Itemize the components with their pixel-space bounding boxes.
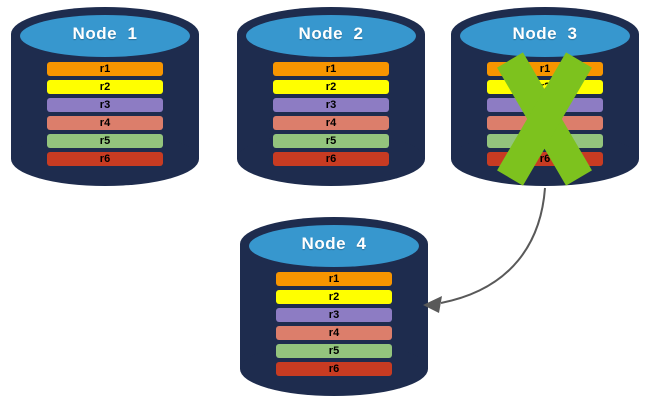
record-row-r2: r2 <box>47 80 163 94</box>
record-row-r5: r5 <box>273 134 389 148</box>
record-row-r4: r4 <box>276 326 392 340</box>
record-row-r5: r5 <box>276 344 392 358</box>
record-row-r3: r3 <box>487 98 603 112</box>
record-row-r2: r2 <box>273 80 389 94</box>
node-3-failed: Node 3 r1 r2 r3 r4 r5 r6 <box>450 4 640 188</box>
node-4: Node 4 r1 r2 r3 r4 r5 r6 <box>239 214 429 398</box>
record-list: r1 r2 r3 r4 r5 r6 <box>487 62 603 170</box>
node-title: Node 3 <box>512 24 578 43</box>
record-row-r1: r1 <box>273 62 389 76</box>
record-row-r4: r4 <box>273 116 389 130</box>
record-row-r1: r1 <box>487 62 603 76</box>
record-row-r5: r5 <box>487 134 603 148</box>
record-row-r4: r4 <box>487 116 603 130</box>
record-row-r3: r3 <box>273 98 389 112</box>
record-row-r1: r1 <box>276 272 392 286</box>
record-row-r6: r6 <box>487 152 603 166</box>
record-row-r1: r1 <box>47 62 163 76</box>
node-2: Node 2 r1 r2 r3 r4 r5 r6 <box>236 4 426 188</box>
record-row-r3: r3 <box>276 308 392 322</box>
record-list: r1 r2 r3 r4 r5 r6 <box>47 62 163 170</box>
node-title: Node 4 <box>301 234 367 253</box>
record-row-r6: r6 <box>47 152 163 166</box>
record-row-r5: r5 <box>47 134 163 148</box>
node-title: Node 2 <box>298 24 364 43</box>
node-1: Node 1 r1 r2 r3 r4 r5 r6 <box>10 4 200 188</box>
record-row-r2: r2 <box>487 80 603 94</box>
record-list: r1 r2 r3 r4 r5 r6 <box>276 272 392 380</box>
record-row-r3: r3 <box>47 98 163 112</box>
node-title: Node 1 <box>72 24 138 43</box>
record-list: r1 r2 r3 r4 r5 r6 <box>273 62 389 170</box>
record-row-r6: r6 <box>273 152 389 166</box>
record-row-r4: r4 <box>47 116 163 130</box>
record-row-r2: r2 <box>276 290 392 304</box>
record-row-r6: r6 <box>276 362 392 376</box>
